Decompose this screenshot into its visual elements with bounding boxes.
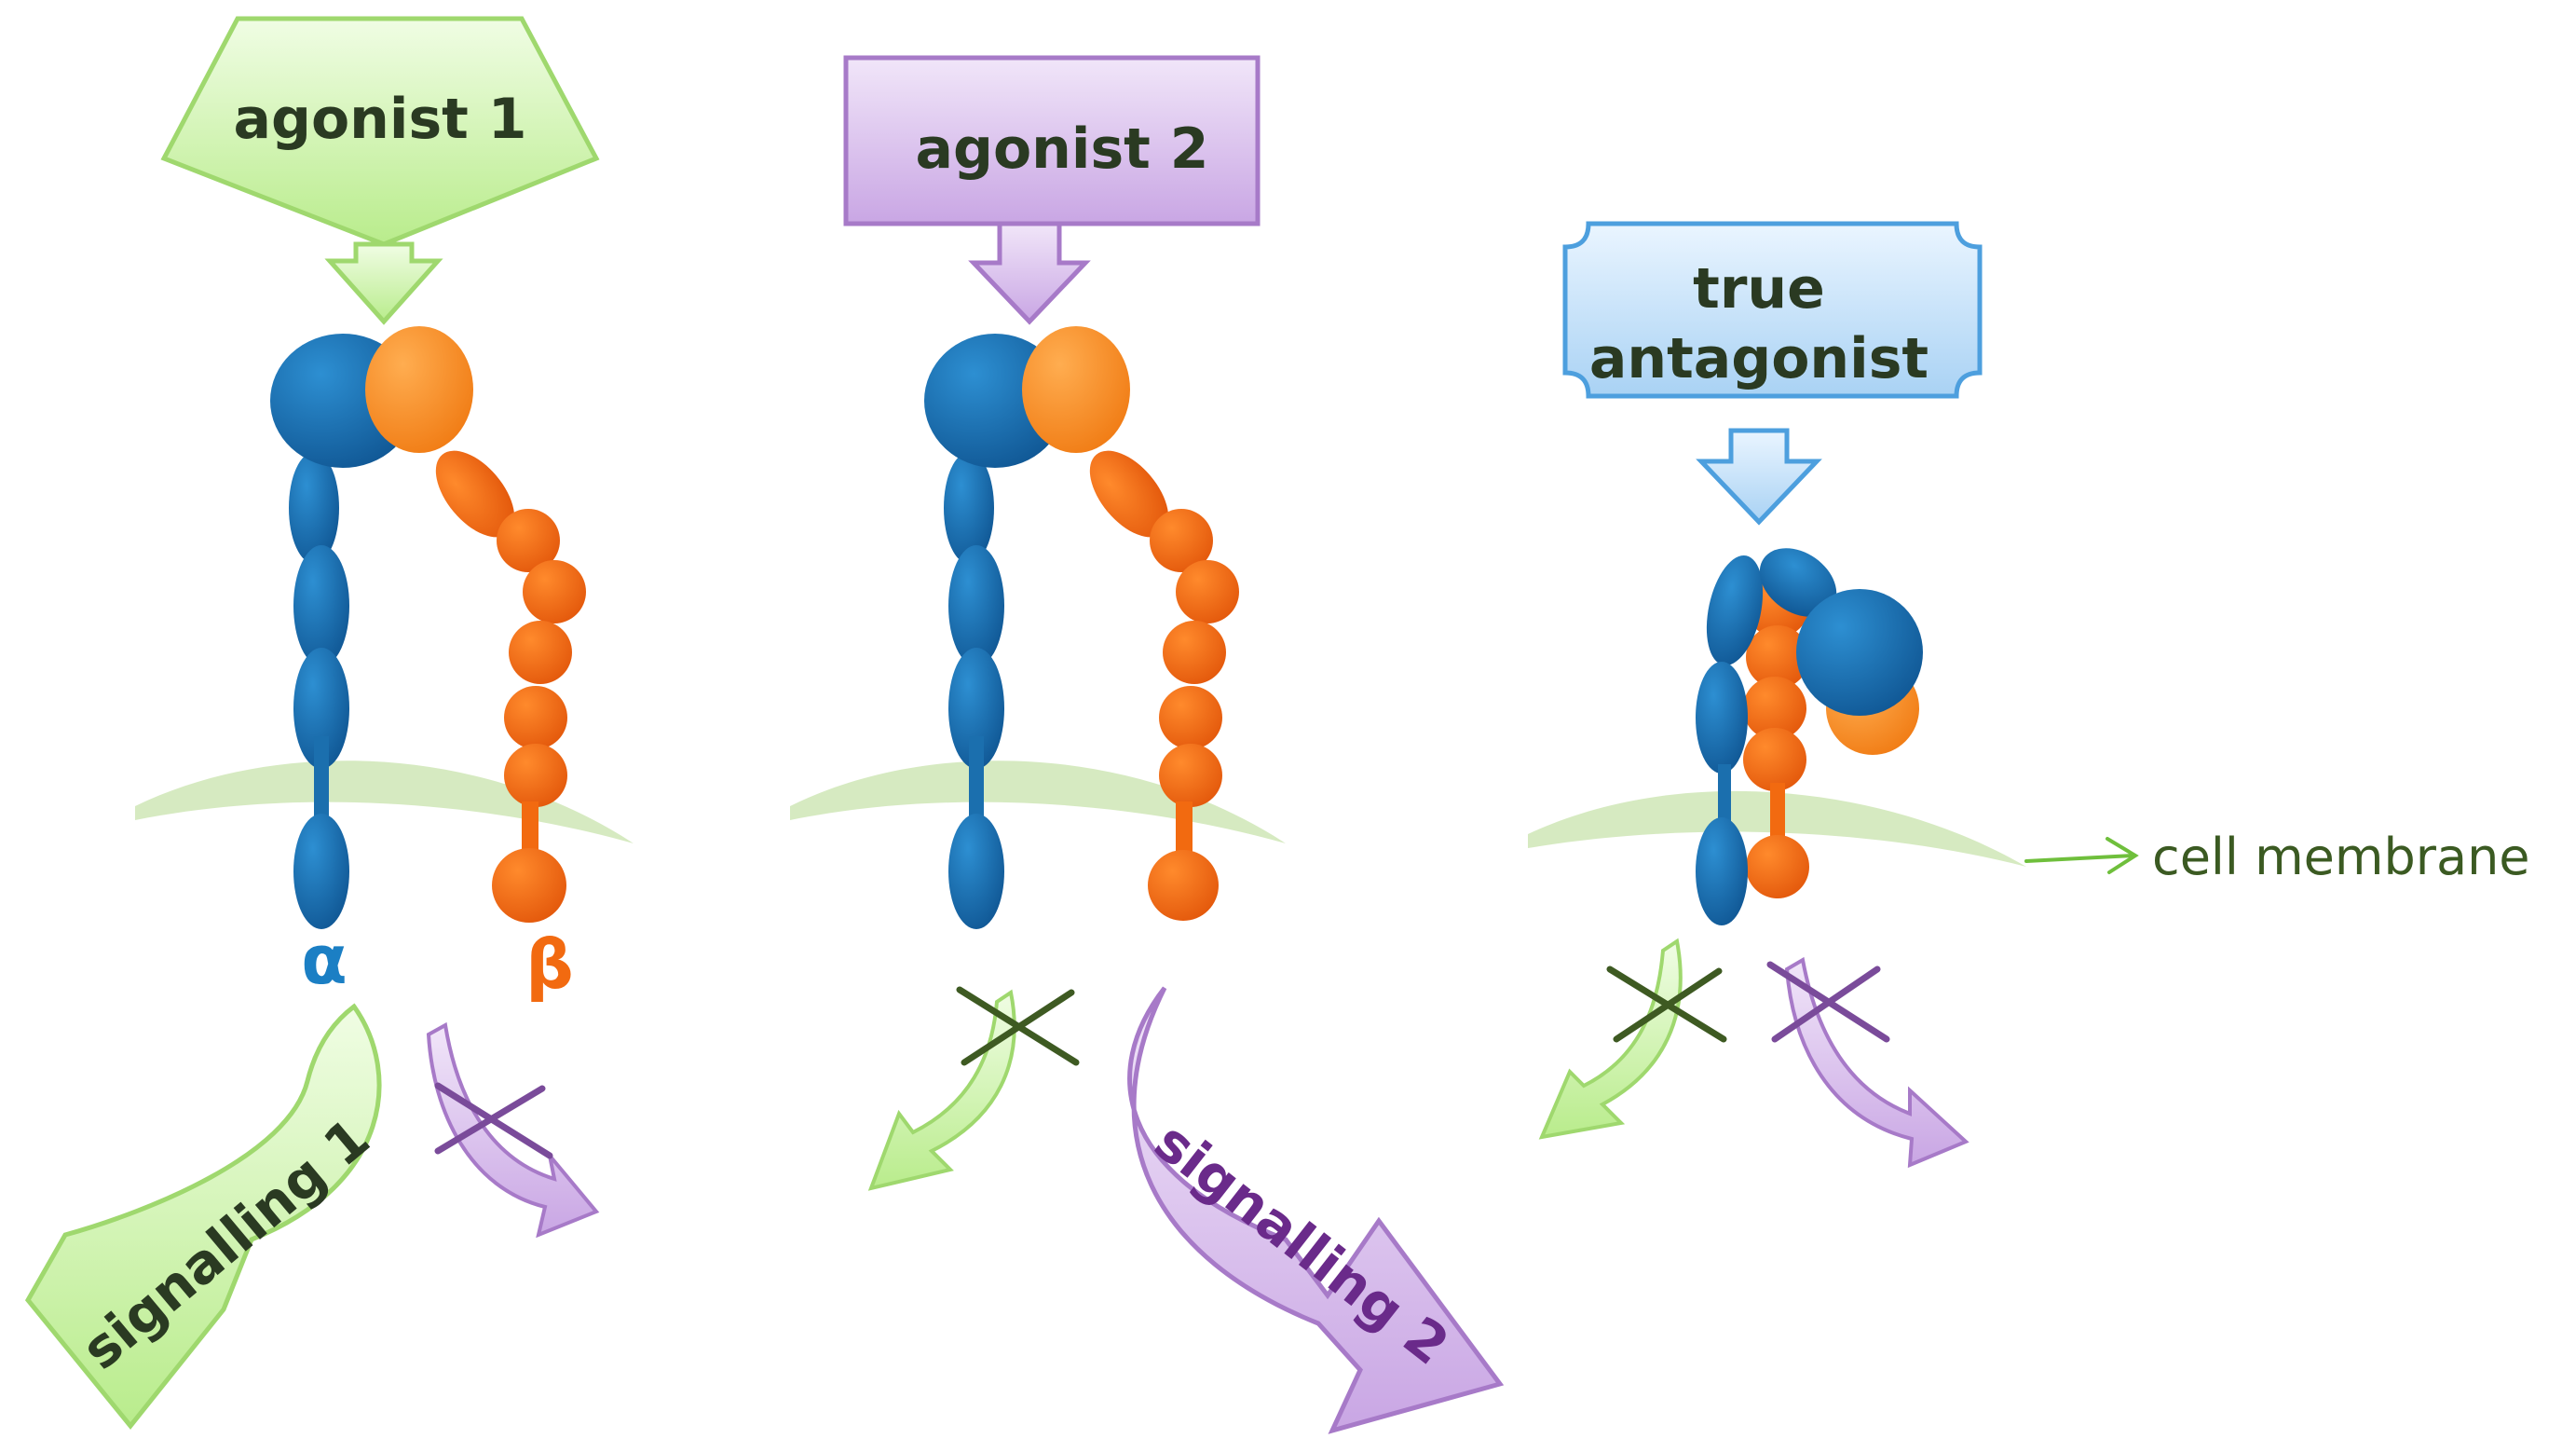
blocked-pathway-2-arrow xyxy=(867,989,1016,1191)
agonist-1-shape xyxy=(160,16,600,247)
block-mark-2-icon xyxy=(956,986,1080,1066)
beta-subunit-1 xyxy=(365,326,586,923)
agonist-1-label: agonist 1 xyxy=(234,87,527,152)
alpha-label: α xyxy=(301,921,347,999)
antagonist-shape xyxy=(1562,221,1983,399)
signalling-1-arrow xyxy=(24,1003,382,1430)
agonist-2-arrow-icon xyxy=(968,221,1091,325)
antagonist-label-line-2: antagonist xyxy=(1589,326,1929,391)
cell-membrane-1 xyxy=(135,760,634,843)
panel-agonist-1: agonist 1 α β signalling 1 xyxy=(24,16,634,1430)
beta-label: β xyxy=(525,925,574,1004)
blocked-pathway-3-purple-arrow xyxy=(1784,956,1969,1169)
signalling-2-arrow xyxy=(1127,986,1505,1434)
cell-membrane-2 xyxy=(790,760,1286,843)
antagonist-label-line-1: true xyxy=(1693,256,1825,322)
cell-membrane-pointer-icon xyxy=(2024,837,2139,874)
antagonist-arrow-icon xyxy=(1696,428,1822,526)
beta-subunit-2 xyxy=(1022,326,1239,921)
agonist-1-arrow-icon xyxy=(324,241,443,325)
panel-agonist-2: agonist 2 signallin xyxy=(790,55,1505,1434)
alpha-subunit-3 xyxy=(1696,548,1923,925)
cell-membrane-label: cell membrane xyxy=(2152,828,2530,886)
block-mark-3-purple-icon xyxy=(1766,961,1890,1043)
panel-antagonist: cell membrane true antagonist xyxy=(1528,221,2530,1169)
agonist-2-label: agonist 2 xyxy=(916,116,1209,182)
block-mark-3-green-icon xyxy=(1606,966,1727,1043)
block-mark-1-icon xyxy=(434,1082,553,1159)
